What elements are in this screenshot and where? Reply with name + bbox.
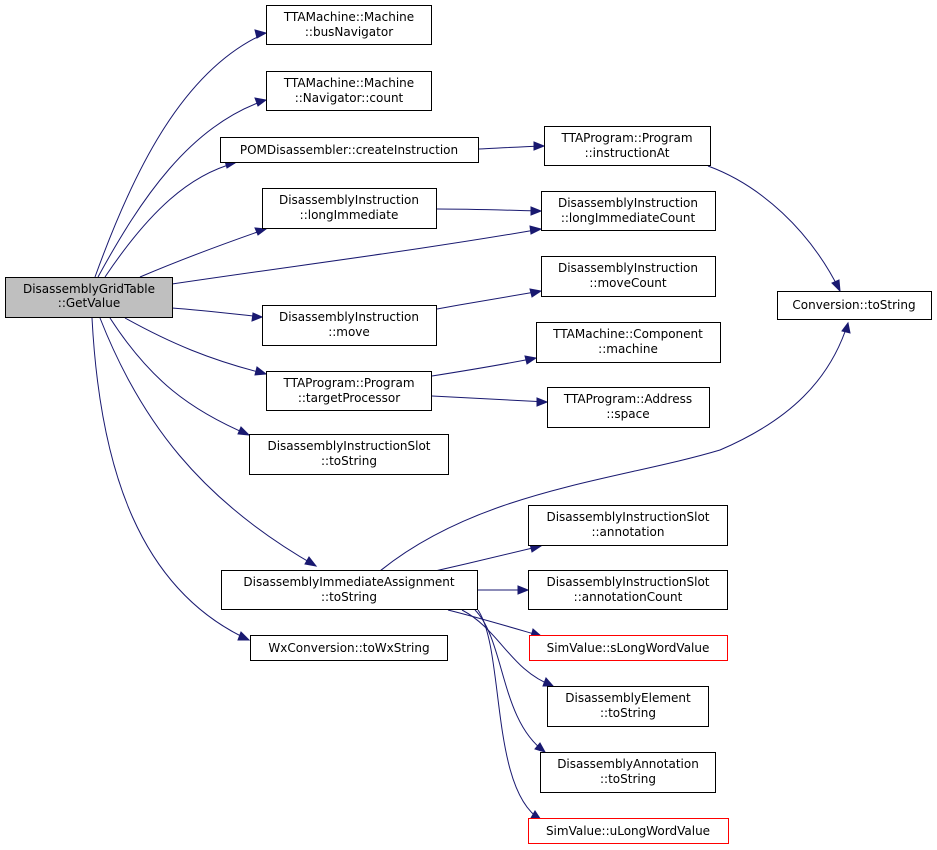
node-label-line: DisassemblyInstruction	[279, 193, 419, 207]
node-simvalue-slongwordvalue[interactable]: SimValue::sLongWordValue	[529, 635, 728, 661]
node-label-line: ::move	[328, 325, 370, 339]
node-instructionslot-annotation[interactable]: DisassemblyInstructionSlot ::annotation	[528, 505, 728, 546]
node-label-line: ::moveCount	[589, 276, 667, 290]
edge-root-to-longImmediateCount	[171, 225, 543, 285]
edge-immToString-to-conversionToString	[379, 321, 851, 572]
node-program-instructionat[interactable]: TTAProgram::Program ::instructionAt	[544, 126, 711, 166]
node-label-line: ::toString	[321, 590, 377, 604]
edge-move-to-moveCount	[436, 288, 543, 310]
node-label-line: ::annotationCount	[574, 590, 683, 604]
node-label-line: ::annotation	[591, 525, 664, 539]
node-label-line: ::instructionAt	[585, 146, 670, 160]
node-label-line: TTAMachine::Machine	[283, 76, 414, 90]
node-label-line: DisassemblyElement	[565, 691, 691, 705]
node-label-line: DisassemblyInstruction	[558, 196, 698, 210]
edge-root-to-move	[171, 307, 264, 322]
node-label-line: ::longImmediateCount	[561, 211, 696, 225]
node-label-line: POMDisassembler::createInstruction	[240, 143, 458, 157]
node-label-line: DisassemblyInstructionSlot	[546, 575, 709, 589]
node-label-line: ::toString	[321, 454, 377, 468]
node-instruction-movecount[interactable]: DisassemblyInstruction ::moveCount	[541, 256, 716, 297]
node-label-line: TTAMachine::Machine	[283, 10, 414, 24]
node-instruction-move[interactable]: DisassemblyInstruction ::move	[262, 305, 437, 346]
node-instruction-longimmediatecount[interactable]: DisassemblyInstruction ::longImmediateCo…	[541, 191, 716, 231]
node-label-line: ::longImmediate	[300, 208, 399, 222]
edge-root-to-slotToString	[109, 317, 251, 436]
node-instructionslot-annotationcount[interactable]: DisassemblyInstructionSlot ::annotationC…	[528, 570, 728, 610]
node-disassemblygridtable-getvalue[interactable]: DisassemblyGridTable ::GetValue	[5, 277, 173, 318]
node-label-line: DisassemblyInstructionSlot	[267, 439, 430, 453]
node-label-line: ::GetValue	[58, 296, 120, 310]
edge-longImmediate-to-longImmediateCount	[436, 206, 543, 216]
node-disassemblyelement-tostring[interactable]: DisassemblyElement ::toString	[547, 686, 709, 727]
edge-immToString-to-sLongWordValue	[447, 609, 543, 638]
node-label-line: ::busNavigator	[305, 25, 393, 39]
node-label-line: DisassemblyInstruction	[279, 310, 419, 324]
edge-root-to-targetProcessor	[124, 317, 268, 376]
node-label-line: DisassemblyInstructionSlot	[546, 510, 709, 524]
node-label-line: Conversion::toString	[792, 298, 915, 312]
edge-immToString-to-annotationCount	[478, 585, 530, 595]
node-instructionslot-tostring[interactable]: DisassemblyInstructionSlot ::toString	[249, 434, 449, 475]
node-label-line: TTAProgram::Address	[563, 392, 692, 406]
node-pomdisassembler-createinstruction[interactable]: POMDisassembler::createInstruction	[220, 137, 479, 163]
node-simvalue-ulongwordvalue[interactable]: SimValue::uLongWordValue	[528, 818, 729, 844]
node-disassemblyannotation-tostring[interactable]: DisassemblyAnnotation ::toString	[540, 752, 716, 793]
node-label-line: ::space	[606, 407, 649, 421]
node-label-line: DisassemblyInstruction	[558, 261, 698, 275]
edge-immToString-to-annotation	[434, 543, 543, 572]
edge-root-to-toWxString	[91, 317, 251, 641]
node-label-line: ::toString	[600, 772, 656, 786]
edge-immToString-to-elementToString	[461, 609, 555, 687]
node-label-line: ::targetProcessor	[298, 391, 400, 405]
node-label-line: ::Navigator::count	[295, 91, 404, 105]
node-label-line: DisassemblyAnnotation	[557, 757, 699, 771]
node-wxconversion-towxstring[interactable]: WxConversion::toWxString	[250, 635, 448, 661]
node-machine-navigator-count[interactable]: TTAMachine::Machine ::Navigator::count	[266, 71, 432, 111]
node-label-line: ::machine	[598, 342, 658, 356]
edge-root-to-immToString	[99, 317, 318, 567]
node-label-line: DisassemblyGridTable	[23, 282, 155, 296]
node-label-line: DisassemblyImmediateAssignment	[243, 575, 454, 589]
edge-instructionAt-to-conversionToString	[707, 165, 841, 293]
node-address-space[interactable]: TTAProgram::Address ::space	[547, 387, 710, 428]
edge-targetProcessor-to-machine	[431, 355, 538, 377]
node-label-line: SimValue::sLongWordValue	[547, 641, 710, 655]
node-label-line: TTAMachine::Component	[552, 327, 703, 341]
node-label-line: TTAProgram::Program	[282, 376, 414, 390]
node-label-line: WxConversion::toWxString	[268, 641, 429, 655]
node-immediateassignment-tostring[interactable]: DisassemblyImmediateAssignment ::toStrin…	[221, 570, 478, 610]
node-machine-busnavigator[interactable]: TTAMachine::Machine ::busNavigator	[266, 5, 432, 45]
edge-root-to-longImmediate	[139, 227, 268, 278]
edge-targetProcessor-to-space	[431, 395, 549, 407]
node-label-line: SimValue::uLongWordValue	[546, 824, 710, 838]
node-conversion-tostring[interactable]: Conversion::toString	[777, 291, 932, 320]
node-instruction-longimmediate[interactable]: DisassemblyInstruction ::longImmediate	[262, 188, 437, 229]
node-program-targetprocessor[interactable]: TTAProgram::Program ::targetProcessor	[266, 371, 432, 411]
node-label-line: TTAProgram::Program	[560, 131, 692, 145]
edge-root-to-createInstruction	[104, 160, 237, 278]
edge-root-to-navigatorCount	[97, 97, 268, 278]
node-label-line: ::toString	[600, 706, 656, 720]
node-component-machine[interactable]: TTAMachine::Component ::machine	[536, 322, 721, 363]
edge-root-to-busNavigator	[94, 29, 268, 278]
edge-createInstruction-to-instructionAt	[478, 141, 546, 151]
